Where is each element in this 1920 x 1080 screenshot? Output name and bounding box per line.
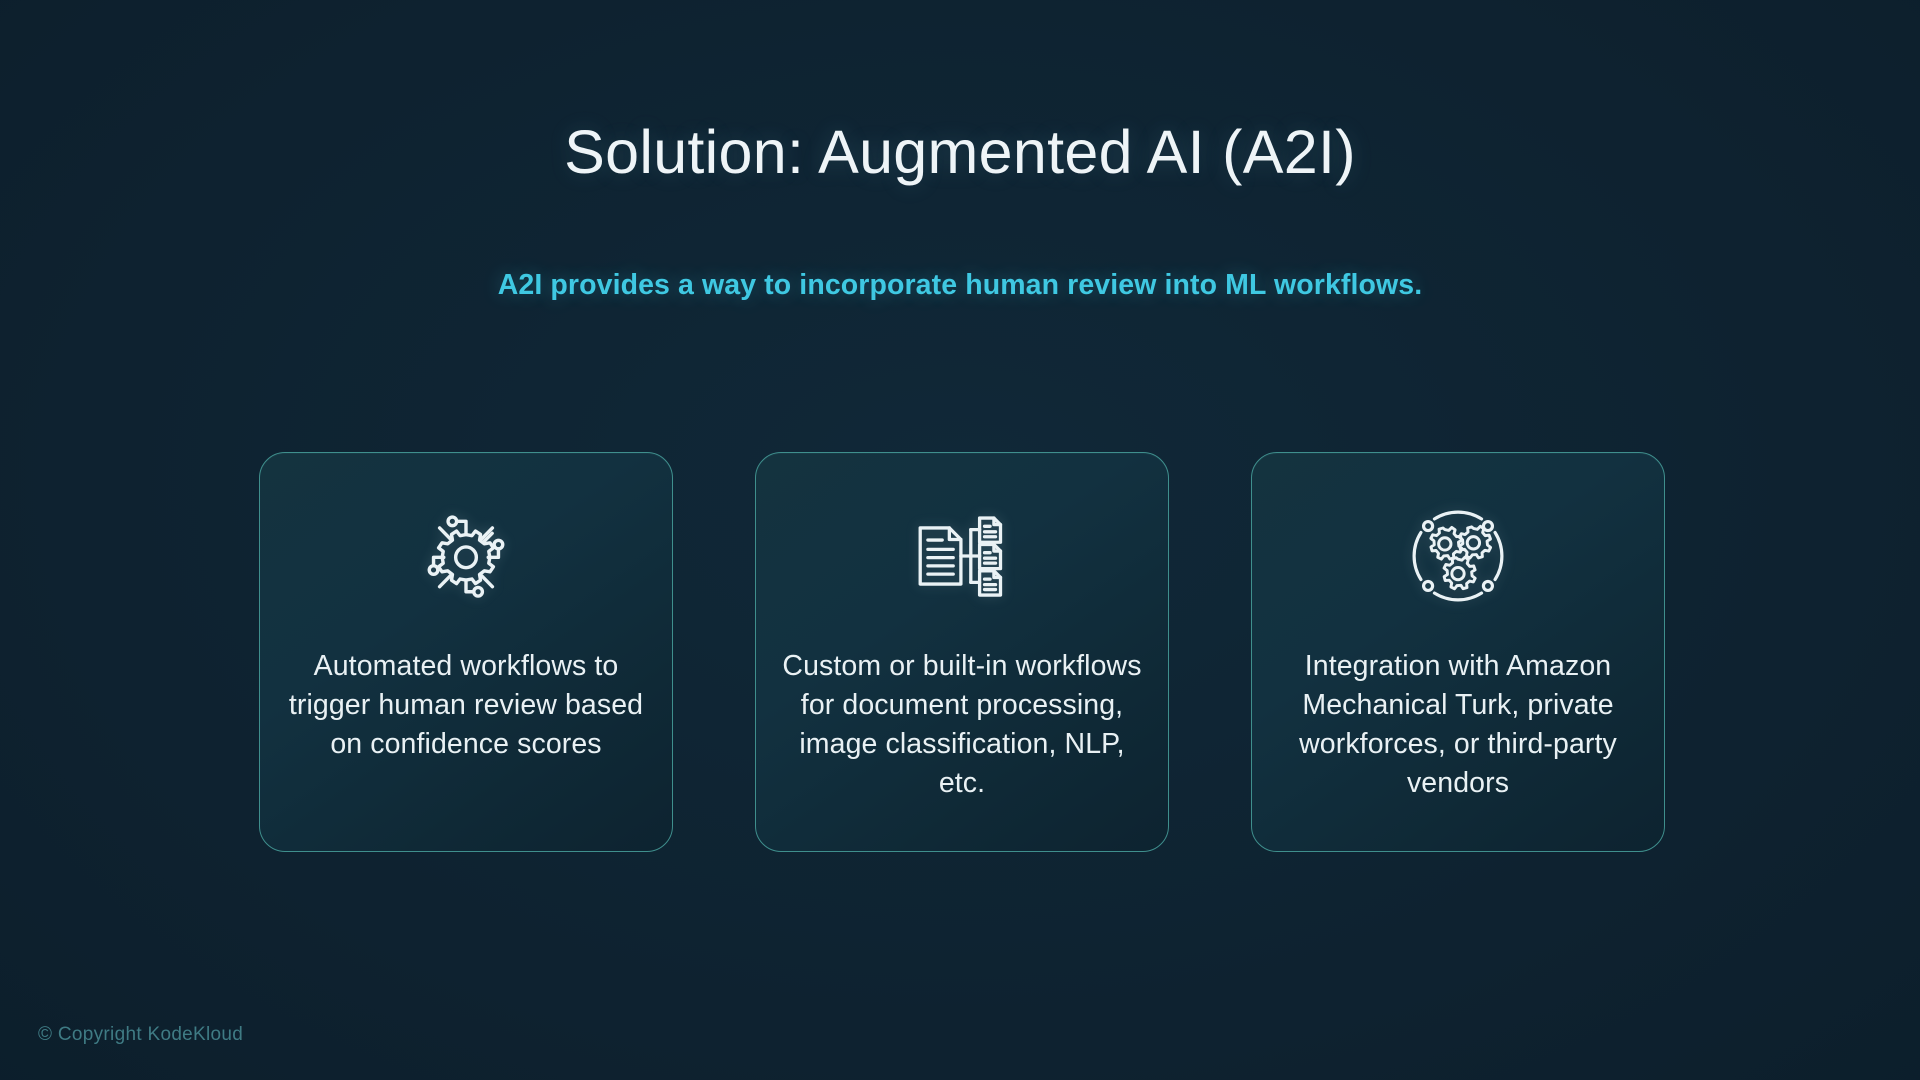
feature-card-1[interactable]: Automated workflows to trigger human rev… [259,452,673,852]
page-title: Solution: Augmented AI (A2I) [564,117,1356,186]
feature-cards-row: Automated workflows to trigger human rev… [259,452,1665,852]
feature-card-text: Automated workflows to trigger human rev… [288,650,644,761]
document-workflow-icon [907,501,1017,611]
feature-card-text: Integration with Amazon Mechanical Turk,… [1299,650,1617,800]
gear-circuit-icon [411,501,521,611]
copyright-footer: © Copyright KodeKloud [38,1024,244,1045]
feature-card-2[interactable]: Custom or built-in workflows for documen… [755,452,1169,852]
feature-card-text: Custom or built-in workflows for documen… [782,650,1142,800]
slide-subtitle: A2I provides a way to incorporate human … [497,269,1423,301]
feature-card-3[interactable]: Integration with Amazon Mechanical Turk,… [1251,452,1665,852]
gears-orbit-icon [1403,501,1513,611]
